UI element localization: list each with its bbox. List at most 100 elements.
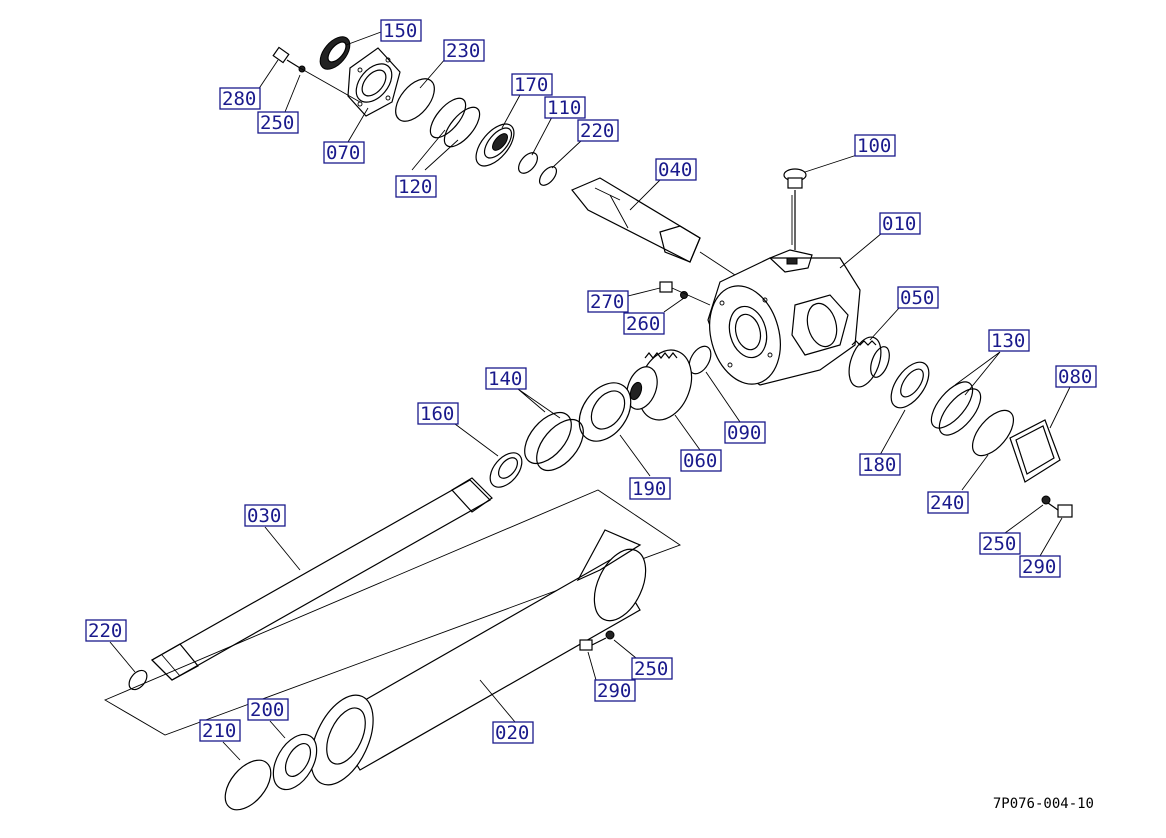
callout-050-text: 050 xyxy=(900,287,934,309)
callout-170-text: 170 xyxy=(514,74,548,96)
part-220-snap-ring-top xyxy=(538,166,558,186)
callout-250-bottom[interactable]: 250 xyxy=(631,657,673,680)
part-160-oil-seal xyxy=(489,452,523,488)
part-180-bearing xyxy=(890,361,930,409)
callout-260[interactable]: 260 xyxy=(623,312,665,335)
callout-220-bottom-text: 220 xyxy=(88,620,122,642)
callout-010[interactable]: 010 xyxy=(879,212,921,235)
callout-290-right-text: 290 xyxy=(1022,556,1056,578)
callout-190[interactable]: 190 xyxy=(629,477,671,500)
part-200-bearing xyxy=(272,733,318,791)
part-230-o-ring xyxy=(395,78,435,122)
part-070-flange-cover xyxy=(347,47,401,117)
callout-060[interactable]: 060 xyxy=(680,449,722,472)
callout-280-text: 280 xyxy=(222,88,256,110)
callout-030[interactable]: 030 xyxy=(244,504,286,527)
callout-120[interactable]: 120 xyxy=(395,175,437,198)
part-140-shims xyxy=(524,411,584,472)
part-250-washer-right xyxy=(1041,495,1051,505)
callout-150[interactable]: 150 xyxy=(380,19,422,42)
callout-220-bottom[interactable]: 220 xyxy=(85,619,127,642)
callout-040[interactable]: 040 xyxy=(655,158,697,181)
callout-130[interactable]: 130 xyxy=(988,329,1030,352)
callout-230[interactable]: 230 xyxy=(443,39,485,62)
callout-160[interactable]: 160 xyxy=(417,402,459,425)
callout-130-text: 130 xyxy=(991,330,1025,352)
callout-150-text: 150 xyxy=(383,20,417,42)
drawing-reference-number: 7P076-004-10 xyxy=(992,796,1094,812)
callout-110[interactable]: 110 xyxy=(544,96,586,119)
callout-270[interactable]: 270 xyxy=(587,290,629,313)
part-280-bolt xyxy=(272,46,301,69)
callout-160-text: 160 xyxy=(420,403,454,425)
callout-280[interactable]: 280 xyxy=(219,87,261,110)
part-250-washer-bottom xyxy=(605,630,615,640)
part-030-output-shaft xyxy=(151,477,493,681)
callout-240[interactable]: 240 xyxy=(927,491,969,514)
callout-110-text: 110 xyxy=(547,97,581,119)
callout-220-top[interactable]: 220 xyxy=(577,119,619,142)
callout-010-text: 010 xyxy=(882,213,916,235)
callout-250-top-text: 250 xyxy=(260,112,294,134)
callout-100[interactable]: 100 xyxy=(854,134,896,157)
callout-140[interactable]: 140 xyxy=(485,367,527,390)
part-110-ring xyxy=(518,152,538,174)
callout-250-top[interactable]: 250 xyxy=(257,111,299,134)
part-240-o-ring xyxy=(971,409,1015,457)
part-050-bevel-gear xyxy=(848,336,890,388)
part-210-snap-ring xyxy=(224,759,272,811)
callout-080-text: 080 xyxy=(1058,366,1092,388)
callout-030-text: 030 xyxy=(247,505,281,527)
part-150-oil-seal xyxy=(319,36,351,70)
callout-070[interactable]: 070 xyxy=(323,141,365,164)
callout-140-text: 140 xyxy=(488,368,522,390)
part-120-shims xyxy=(429,97,481,148)
reference-plane xyxy=(103,489,681,736)
callout-270-text: 270 xyxy=(590,291,624,313)
callout-170[interactable]: 170 xyxy=(511,73,553,96)
callout-050[interactable]: 050 xyxy=(897,286,939,309)
callout-180-text: 180 xyxy=(862,454,896,476)
callout-190-text: 190 xyxy=(632,478,666,500)
part-290-bolt-right xyxy=(1047,502,1073,518)
callout-250-right[interactable]: 250 xyxy=(979,532,1021,555)
callout-290-bottom-text: 290 xyxy=(597,680,631,702)
part-080-cover-plate xyxy=(1009,419,1061,483)
part-290-bolt-bottom xyxy=(579,637,607,651)
part-220-snap-ring-bottom xyxy=(128,669,148,691)
callout-020-text: 020 xyxy=(495,722,529,744)
callout-070-text: 070 xyxy=(326,142,360,164)
part-100-breather-plug xyxy=(783,168,807,250)
callout-040-text: 040 xyxy=(658,159,692,181)
part-040-input-shaft xyxy=(571,177,736,276)
callout-200[interactable]: 200 xyxy=(247,698,289,721)
callout-180[interactable]: 180 xyxy=(859,453,901,476)
leader-lines xyxy=(109,31,1071,761)
callout-060-text: 060 xyxy=(683,450,717,472)
callout-210-text: 210 xyxy=(202,720,236,742)
part-130-shims xyxy=(930,381,982,436)
callout-250-bottom-text: 250 xyxy=(634,658,668,680)
callout-100-text: 100 xyxy=(857,135,891,157)
part-090-o-ring xyxy=(688,345,712,375)
callout-020[interactable]: 020 xyxy=(492,721,534,744)
callout-220-top-text: 220 xyxy=(580,120,614,142)
part-060-gear xyxy=(626,349,693,421)
callout-080[interactable]: 080 xyxy=(1055,365,1097,388)
callout-090[interactable]: 090 xyxy=(724,421,766,444)
part-020-axle-housing xyxy=(310,529,647,786)
callout-290-right[interactable]: 290 xyxy=(1019,555,1061,578)
callout-240-text: 240 xyxy=(930,492,964,514)
callout-200-text: 200 xyxy=(250,699,284,721)
callout-210[interactable]: 210 xyxy=(199,719,241,742)
callout-120-text: 120 xyxy=(398,176,432,198)
callout-090-text: 090 xyxy=(727,422,761,444)
callout-250-right-text: 250 xyxy=(982,533,1016,555)
part-010-gear-case xyxy=(707,249,861,386)
part-190-bearing xyxy=(578,382,632,442)
callout-230-text: 230 xyxy=(446,40,480,62)
callout-290-bottom[interactable]: 290 xyxy=(594,679,636,702)
part-170-bearing xyxy=(475,123,515,167)
